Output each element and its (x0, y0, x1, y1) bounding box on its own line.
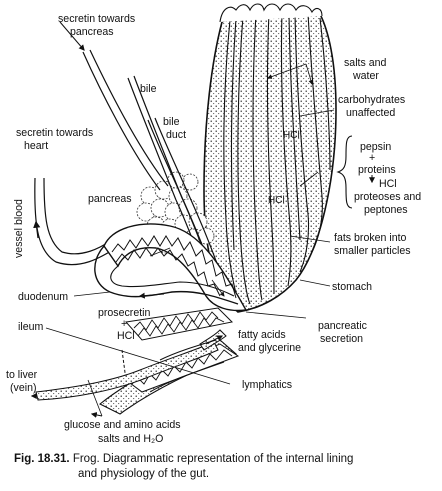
duodenum (94, 223, 248, 312)
label-ileum: ileum (18, 321, 43, 333)
label-secretin-heart: secretin towards (16, 127, 93, 139)
label-fatty-acids-2: and glycerine (238, 342, 301, 354)
label-plus-2: + (121, 318, 127, 330)
labels: secretin towards pancreas salts and wate… (6, 13, 421, 445)
caption-line-2: and physiology of the gut. (78, 468, 210, 480)
ileum (98, 307, 240, 415)
label-peptones: peptones (364, 204, 408, 216)
caption-line-1: Frog. Diagrammatic representation of the… (72, 453, 354, 465)
pointer-lines (45, 63, 335, 417)
label-fats: fats broken into (334, 232, 407, 244)
label-secretin-heart-2: heart (24, 140, 48, 152)
label-salts-water-2: water (352, 70, 379, 82)
label-to-liver-2: (vein) (10, 382, 37, 394)
label-salts-water: salts and (344, 57, 387, 69)
label-carbohydrates: carbohydrates (338, 94, 405, 106)
label-glucose-2: salts and H₂O (98, 433, 163, 445)
stomach (203, 3, 337, 313)
label-to-liver: to liver (6, 369, 38, 381)
label-duodenum: duodenum (18, 291, 68, 303)
label-fatty-acids: fatty acids (238, 329, 286, 341)
label-pancreatic-2: secretion (320, 333, 363, 345)
figure-caption: Fig. 18.31. Frog. Diagrammatic represent… (14, 452, 434, 482)
brace (336, 135, 353, 209)
label-pancreatic: pancreatic (318, 320, 368, 332)
label-fats-2: smaller particles (334, 245, 411, 257)
label-vessel-blood: vessel blood (13, 199, 25, 258)
label-pancreas: pancreas (88, 193, 132, 205)
label-hcl-right: HCl (379, 178, 397, 190)
secretin-heart-vessel (33, 177, 117, 266)
label-glucose: glucose and amino acids (64, 419, 181, 431)
label-proteins: proteins (358, 164, 396, 176)
frog-gut-diagram: secretin towards pancreas salts and wate… (6, 3, 421, 445)
label-pepsin: pepsin (360, 141, 391, 153)
label-carbohydrates-2: unaffected (346, 107, 395, 119)
label-hcl-duodenum: HCl (117, 330, 135, 342)
secretin-pancreas-vessel (59, 21, 169, 191)
label-lymphatics: lymphatics (242, 379, 292, 391)
label-plus-1: + (369, 152, 375, 164)
label-secretin-pancreas: secretin towards (58, 13, 135, 25)
label-secretin-pancreas-2: pancreas (70, 26, 114, 38)
label-hcl-lower: HCl (268, 195, 285, 206)
absorption-vessels (30, 329, 227, 418)
label-bile: bile (140, 83, 157, 95)
label-proteoses: proteoses and (354, 191, 421, 203)
label-bile-duct-2: duct (166, 129, 186, 141)
label-prosecretin: prosecretin (98, 307, 151, 319)
label-hcl-upper: HCl (283, 130, 300, 141)
label-stomach: stomach (332, 281, 372, 293)
caption-number: Fig. 18.31. (14, 453, 70, 465)
label-bile-duct: bile (163, 116, 180, 128)
